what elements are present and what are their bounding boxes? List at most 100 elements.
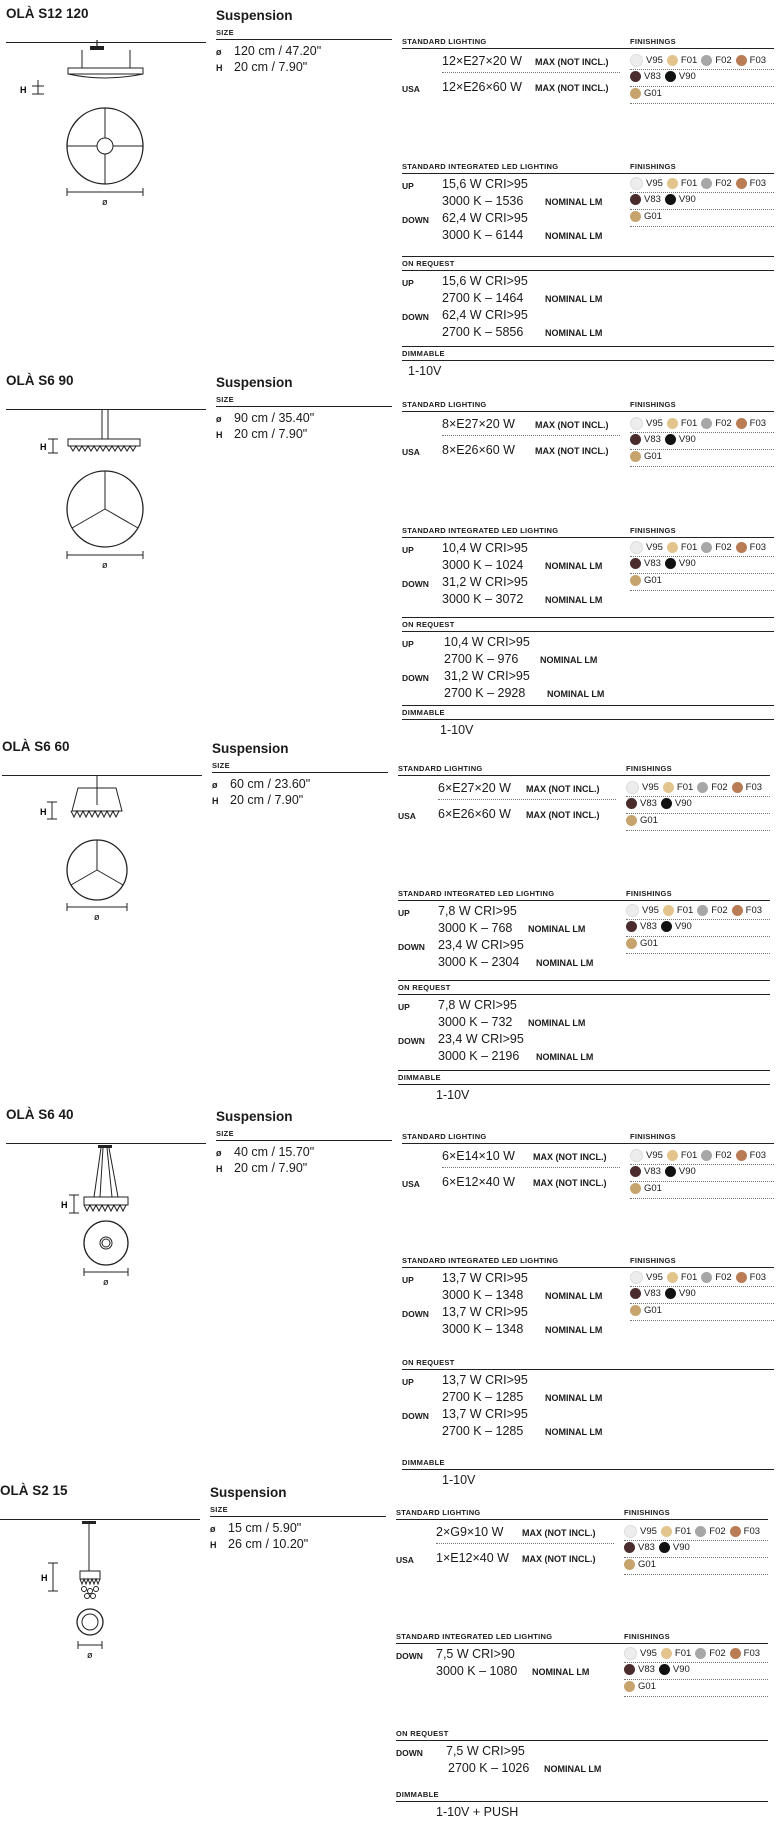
finish-swatch-v83 xyxy=(624,1542,635,1553)
finish-swatch-g01 xyxy=(630,575,641,586)
finish-swatch-f01 xyxy=(660,1526,672,1537)
finish-swatch-v95 xyxy=(626,904,639,917)
finish-swatch-v90 xyxy=(664,71,676,82)
finish-code: V95 xyxy=(646,55,663,66)
finish-code: F03 xyxy=(749,418,767,429)
finish-code: G01 xyxy=(644,88,662,99)
finish-code: V90 xyxy=(674,798,692,809)
product-name: OLÀ S6 40 xyxy=(6,1107,74,1122)
finish-code: F03 xyxy=(745,905,763,916)
finish-swatch-g01 xyxy=(624,1681,635,1692)
finish-swatch-v95 xyxy=(630,1149,643,1162)
finish-code: V95 xyxy=(640,1648,657,1659)
lamp-drawing: H ø xyxy=(20,40,144,207)
finish-row: G01 xyxy=(624,1681,660,1695)
finish-swatch-f03 xyxy=(731,905,743,916)
finish-code: F01 xyxy=(680,1272,698,1283)
finish-swatch-v95 xyxy=(624,1647,637,1660)
finish-code: F01 xyxy=(680,542,698,553)
finish-code: F01 xyxy=(676,782,694,793)
finish-swatch-v90 xyxy=(664,1166,676,1177)
finish-swatch-v90 xyxy=(664,434,676,445)
divider xyxy=(6,42,206,43)
finish-code: G01 xyxy=(644,451,662,462)
finish-swatch-f02 xyxy=(701,55,713,66)
finish-swatch-f02 xyxy=(701,542,713,553)
finish-swatch-v83 xyxy=(630,1166,641,1177)
finish-code: V90 xyxy=(678,71,696,82)
finish-code: V90 xyxy=(674,921,692,932)
finish-code: F03 xyxy=(749,55,767,66)
finish-code: F01 xyxy=(676,905,694,916)
finish-code: G01 xyxy=(644,1305,662,1316)
finish-code: G01 xyxy=(644,1183,662,1194)
finish-code: V90 xyxy=(678,1288,696,1299)
finish-swatch-v83 xyxy=(630,558,641,569)
finish-swatch-f01 xyxy=(666,55,678,66)
finish-code: V83 xyxy=(644,558,661,569)
divider xyxy=(6,1143,206,1144)
finish-swatch-v83 xyxy=(630,434,641,445)
svg-text:ø: ø xyxy=(94,912,100,922)
finish-swatch-v95 xyxy=(630,54,643,67)
lamp-drawing: H ø xyxy=(40,409,144,569)
finish-swatch-v90 xyxy=(664,194,676,205)
finish-swatch-g01 xyxy=(630,211,641,222)
finish-swatch-g01 xyxy=(630,1183,641,1194)
finish-code: V90 xyxy=(678,1166,696,1177)
size-label: SIZE xyxy=(216,28,234,37)
finish-swatch-g01 xyxy=(626,815,637,826)
finish-code: F03 xyxy=(743,1648,761,1659)
finish-code: F01 xyxy=(680,418,698,429)
finish-swatch-f02 xyxy=(697,905,709,916)
svg-text:ø: ø xyxy=(87,1650,93,1660)
finish-swatch-v83 xyxy=(630,1288,641,1299)
finish-code: V90 xyxy=(678,194,696,205)
finish-code: V95 xyxy=(646,542,663,553)
finish-code: F02 xyxy=(715,178,732,189)
finish-code: F02 xyxy=(715,1272,732,1283)
finish-code: V83 xyxy=(644,1166,661,1177)
finish-row: V83 V90 xyxy=(630,558,700,572)
finish-row: V83 V90 xyxy=(630,1288,700,1302)
finish-swatch-f03 xyxy=(735,1272,747,1283)
finish-code: V90 xyxy=(672,1542,690,1553)
svg-text:H: H xyxy=(40,807,47,817)
finish-row: G01 xyxy=(630,211,666,225)
finish-code: G01 xyxy=(640,938,658,949)
finish-swatch-v95 xyxy=(624,1525,637,1538)
finish-code: G01 xyxy=(644,211,662,222)
product-type: Suspension xyxy=(216,1109,293,1124)
finish-swatch-v95 xyxy=(630,417,643,430)
product-type: Suspension xyxy=(216,8,293,23)
finish-code: F01 xyxy=(680,1150,698,1161)
finish-swatch-f02 xyxy=(701,178,713,189)
lamp-drawing: H ø xyxy=(41,1521,104,1660)
finish-swatch-f01 xyxy=(666,178,678,189)
finish-code: V90 xyxy=(672,1664,690,1675)
finish-code: V83 xyxy=(644,1288,661,1299)
finish-code: V90 xyxy=(678,558,696,569)
finish-code: G01 xyxy=(638,1559,656,1570)
finish-code: F03 xyxy=(749,1150,767,1161)
finish-row: V83 V90 xyxy=(630,1166,700,1180)
product-type: Suspension xyxy=(216,375,293,390)
finish-code: F01 xyxy=(674,1526,692,1537)
finish-swatch-f02 xyxy=(701,418,713,429)
diameter-label: ø xyxy=(102,197,108,207)
finish-code: G01 xyxy=(644,575,662,586)
finish-code: F01 xyxy=(680,55,698,66)
finish-swatch-v83 xyxy=(630,71,641,82)
finish-swatch-f01 xyxy=(662,905,674,916)
finish-swatch-g01 xyxy=(630,1305,641,1316)
